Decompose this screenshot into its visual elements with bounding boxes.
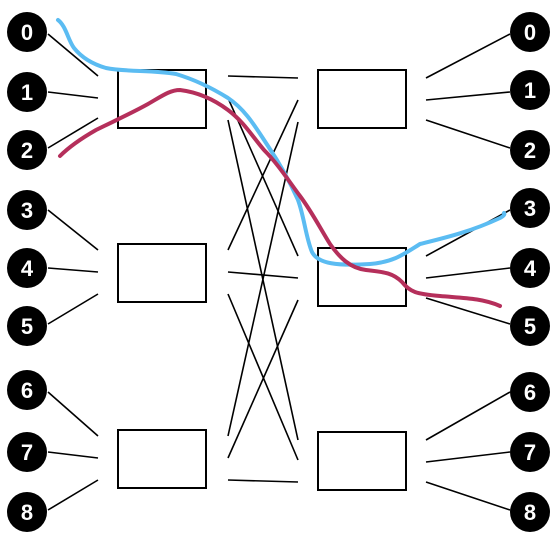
right-port-label: 1 xyxy=(524,78,536,103)
right-port-4: 4 xyxy=(510,248,550,288)
left-port-label: 3 xyxy=(21,198,33,223)
left-port-label: 7 xyxy=(21,440,33,465)
left-port-label: 1 xyxy=(21,80,33,105)
left-port-label: 4 xyxy=(21,256,34,281)
left-port-label: 2 xyxy=(21,138,33,163)
highlight-path-0-to-3 xyxy=(56,18,507,267)
right-port-label: 7 xyxy=(524,440,536,465)
right-port-5: 5 xyxy=(510,306,550,346)
right-port-label: 0 xyxy=(524,20,536,45)
left-port-5: 5 xyxy=(7,306,47,346)
right-port-label: 3 xyxy=(524,196,536,221)
right-port-8: 8 xyxy=(510,492,550,532)
right-port-0: 0 xyxy=(510,12,550,52)
right-port-column: 0 1 2 3 4 5 6 7 8 xyxy=(510,12,550,532)
left-port-label: 8 xyxy=(21,500,33,525)
output-wires xyxy=(425,33,511,511)
left-port-4: 4 xyxy=(7,248,47,288)
left-port-3: 3 xyxy=(7,190,47,230)
left-port-2: 2 xyxy=(7,130,47,170)
right-port-label: 5 xyxy=(524,314,536,339)
switch-stage2-top xyxy=(317,69,407,129)
left-port-label: 5 xyxy=(21,314,33,339)
right-port-1: 1 xyxy=(510,70,550,110)
switch-stage1-bottom xyxy=(117,429,207,489)
left-port-7: 7 xyxy=(7,432,47,472)
right-port-6: 6 xyxy=(510,372,550,412)
interstage-wires xyxy=(227,75,299,483)
right-port-7: 7 xyxy=(510,432,550,472)
left-port-label: 6 xyxy=(21,378,33,403)
right-port-3: 3 xyxy=(510,188,550,228)
right-port-label: 2 xyxy=(524,138,536,163)
switch-stage1-middle xyxy=(117,243,207,303)
left-port-label: 0 xyxy=(21,20,33,45)
input-wires xyxy=(47,33,99,511)
left-port-0: 0 xyxy=(7,12,47,52)
right-port-label: 6 xyxy=(524,380,536,405)
left-port-1: 1 xyxy=(7,72,47,112)
left-port-8: 8 xyxy=(7,492,47,532)
right-port-label: 4 xyxy=(524,256,537,281)
left-port-6: 6 xyxy=(7,370,47,410)
right-port-2: 2 xyxy=(510,130,550,170)
left-port-column: 0 1 2 3 4 5 6 7 8 xyxy=(7,12,47,532)
highlight-path-2-to-5 xyxy=(58,88,502,308)
switch-stage2-bottom xyxy=(317,431,407,491)
right-port-label: 8 xyxy=(524,500,536,525)
